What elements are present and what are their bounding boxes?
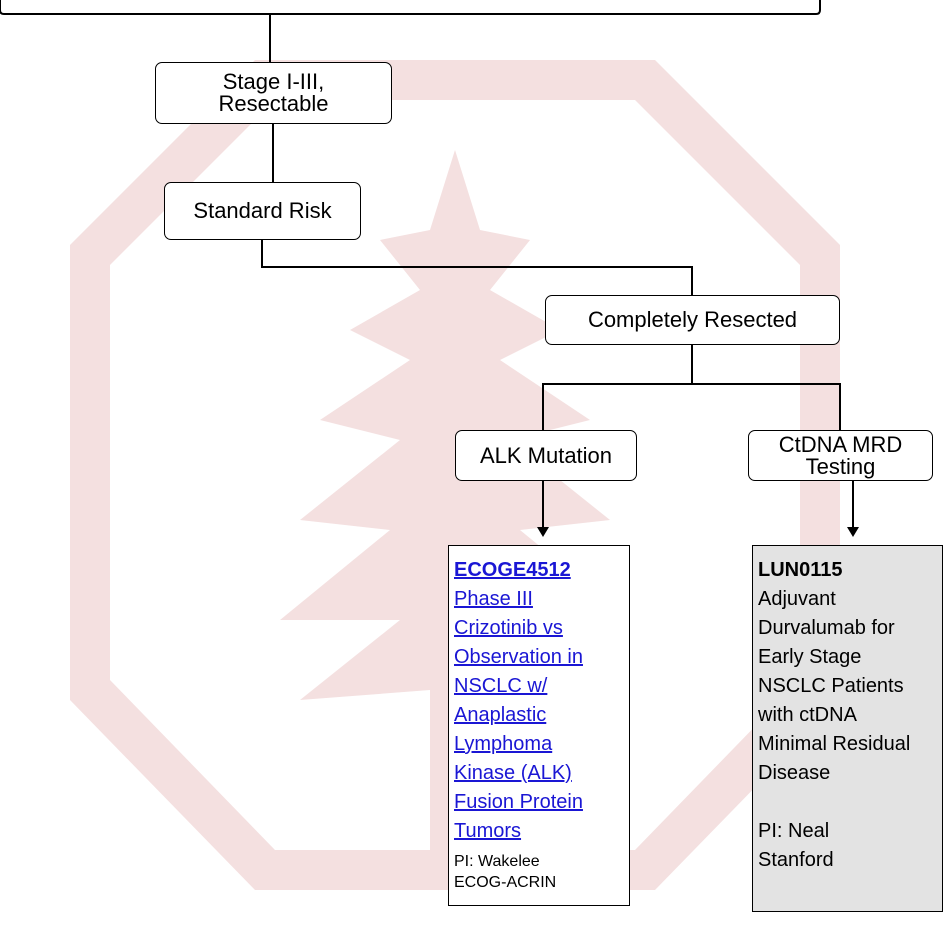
trial-lun-title-line: Adjuvant [758, 588, 836, 610]
node-standard-risk: Standard Risk [164, 182, 361, 240]
trial-ecog-title-line: Crizotinib vs [454, 617, 563, 639]
trial-lun-pi-line: Stanford [758, 849, 834, 871]
trial-ecog-title-line: Tumors [454, 820, 522, 842]
trial-ecog-title-line: Anaplastic [454, 704, 547, 726]
trial-lun-title-line: Disease [758, 762, 831, 784]
trial-lun-title-line: with ctDNA [758, 704, 857, 726]
trial-ecog-title-link[interactable]: Phase III Crizotinib vs Observation in N… [454, 585, 629, 846]
trial-lun-pi-line: PI: Neal [758, 820, 830, 842]
trial-ecog-title-line: Phase III [454, 588, 533, 610]
top-box-edge [0, 0, 821, 15]
trial-ecog-title-line: Lymphoma [454, 733, 553, 755]
trial-lun-title-line: Durvalumab for [758, 617, 895, 639]
trial-ecog-title-line: Fusion Protein [454, 791, 583, 813]
trial-lun-code: LUN0115 [758, 559, 843, 581]
trial-ecog-pi: PI: Wakelee ECOG-ACRIN [454, 851, 629, 893]
trial-lun-pi: PI: Neal Stanford [758, 817, 942, 875]
trial-ecog-title-line: Observation in [454, 646, 583, 668]
node-ctdna-line-1: CtDNA MRD [778, 431, 903, 457]
trial-ecog-code-link[interactable]: ECOGE4512 [454, 559, 571, 581]
trial-card-ecog: ECOGE4512 Phase III Crizotinib vs Observ… [448, 545, 630, 906]
trial-lun-title-line: NSCLC Patients [758, 675, 904, 697]
node-ctdna-mrd-testing: CtDNA MRD Testing [748, 430, 933, 481]
trial-lun-title-line: Minimal Residual [758, 733, 911, 755]
watermark-tree [280, 150, 630, 890]
node-stage-line-1: Stage I-III, [222, 69, 325, 94]
trial-ecog-pi-line: ECOG-ACRIN [454, 874, 557, 891]
connector-resected-to-branches [542, 383, 841, 430]
node-ctdna-line-2: Testing [805, 453, 876, 479]
node-alk-mutation: ALK Mutation [455, 430, 637, 481]
trial-lun-title-line: Early Stage [758, 646, 862, 668]
node-alk-mutation-label: ALK Mutation [479, 442, 613, 468]
node-standard-risk-label: Standard Risk [193, 198, 332, 223]
node-stage-i-iii-resectable: Stage I-III, Resectable [155, 62, 392, 124]
trial-ecog-title-line: Kinase (ALK) [454, 762, 572, 784]
node-stage-line-2: Resectable [218, 91, 329, 116]
trial-card-lun: LUN0115 Adjuvant Durvalumab for Early St… [752, 545, 943, 912]
connector-standard-to-resected [261, 240, 693, 295]
trial-lun-title: Adjuvant Durvalumab for Early Stage NSCL… [758, 585, 942, 788]
trial-ecog-pi-line: PI: Wakelee [454, 853, 540, 870]
node-completely-resected-label: Completely Resected [587, 307, 798, 332]
node-completely-resected: Completely Resected [545, 295, 840, 345]
trial-ecog-title-line: NSCLC w/ [454, 675, 548, 697]
